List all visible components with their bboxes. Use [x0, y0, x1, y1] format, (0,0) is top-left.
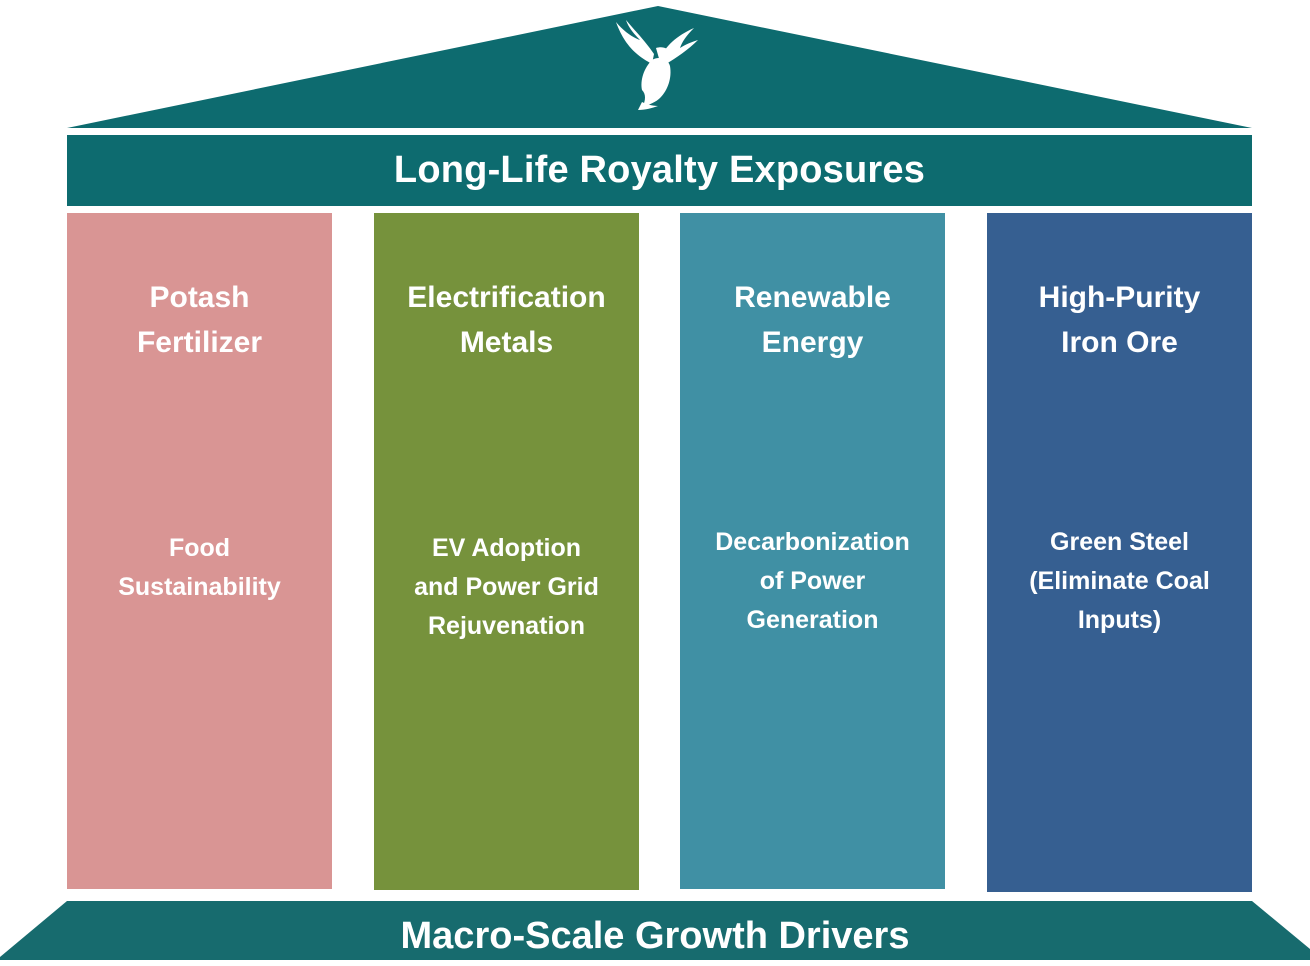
pillar-driver: Green Steel (Eliminate Coal Inputs): [1029, 528, 1210, 634]
pillar-title: Potash Fertilizer: [136, 281, 263, 359]
pillar-driver: Food Sustainability: [118, 534, 281, 601]
base-title: Macro-Scale Growth Drivers: [400, 915, 910, 957]
pillar-renewable-energy: Renewable Energy Decarbonization of Powe…: [680, 213, 945, 889]
pillar-driver: EV Adoption and Power Grid Rejuvenation: [414, 534, 599, 640]
pillar-potash-fertilizer: Potash Fertilizer Food Sustainability: [67, 213, 332, 889]
eagle-icon: [616, 20, 698, 110]
pillar-title: Electrification Metals: [407, 281, 606, 359]
architrave-title: Long-Life Royalty Exposures: [393, 149, 926, 191]
pillar-electrification-metals: Electrification Metals EV Adoption and P…: [374, 213, 639, 890]
architrave-banner: Long-Life Royalty Exposures: [67, 135, 1252, 206]
pillar-title: High-Purity Iron Ore: [1038, 281, 1201, 359]
base-platform: [0, 901, 1310, 960]
pillar-title: Renewable Energy: [734, 281, 891, 359]
pillar-high-purity-iron-ore: High-Purity Iron Ore Green Steel (Elimin…: [987, 213, 1252, 892]
pillar-driver: Decarbonization of Power Generation: [715, 528, 910, 634]
